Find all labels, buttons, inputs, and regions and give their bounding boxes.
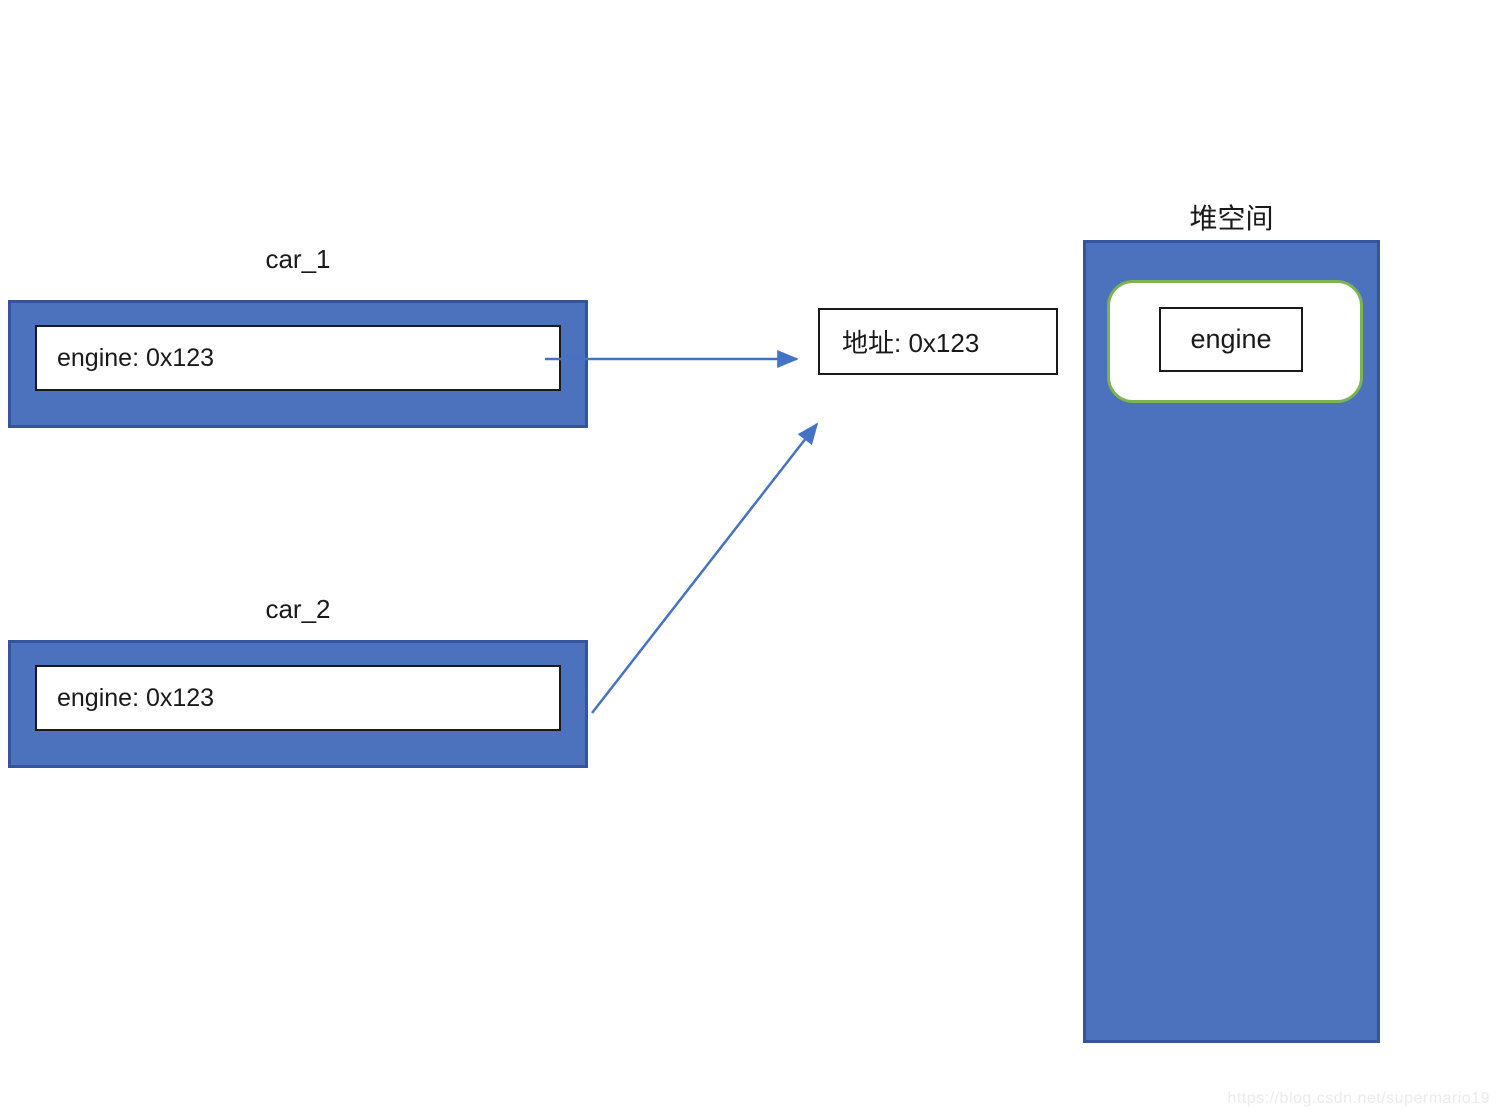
car1-engine-field: engine: 0x123 [35, 325, 561, 391]
car1-label: car_1 [265, 244, 331, 274]
car2-label: car_2 [265, 594, 331, 624]
car2-to-address-arrow [591, 422, 819, 714]
watermark: https://blog.csdn.net/supermario19 [1227, 1090, 1490, 1107]
heap-engine-object: engine [1107, 280, 1363, 403]
car1-object-box: engine: 0x123 [8, 300, 588, 428]
car2-object-box: engine: 0x123 [8, 640, 588, 768]
address-box: 地址: 0x123 [818, 308, 1058, 375]
engine-box: engine [1159, 307, 1303, 372]
car2-engine-field: engine: 0x123 [35, 665, 561, 731]
heap-space-box: engine [1083, 240, 1380, 1043]
heap-title: 堆空间 [1189, 203, 1274, 234]
